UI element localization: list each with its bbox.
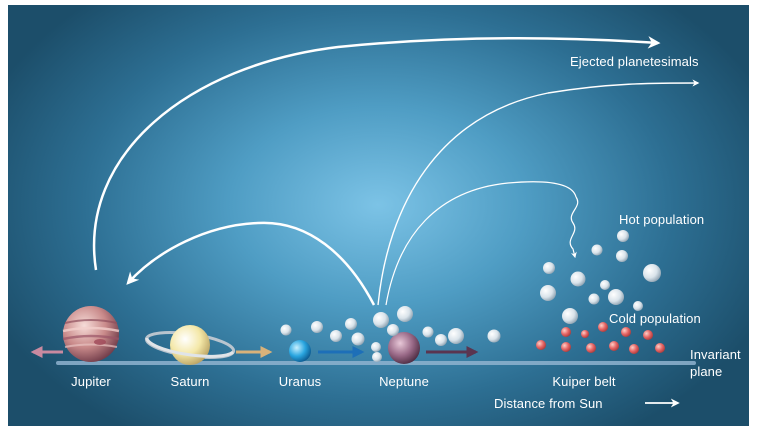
label-kuiper-belt: Kuiper belt: [552, 374, 616, 389]
ejection-arrow-outer: [93, 36, 661, 271]
invariant-plane: [56, 361, 696, 365]
scatter-trajectory: [385, 181, 577, 306]
wiggly-arrow-to-hot-population: [569, 196, 579, 259]
inward-scatter-arrow: [126, 221, 376, 306]
hot-population-bodies: [540, 230, 661, 324]
solar-system-scene: [30, 36, 700, 408]
diagram-panel: Ejected planetesimals Hot population Col…: [8, 5, 749, 426]
label-invariant: Invariant: [690, 347, 741, 362]
planetesimal-disk: [280, 306, 501, 362]
jupiter-planet: [62, 306, 120, 362]
label-uranus: Uranus: [278, 374, 322, 389]
label-jupiter: Jupiter: [71, 374, 111, 389]
label-saturn: Saturn: [170, 374, 210, 389]
label-cold-population: Cold population: [609, 311, 701, 326]
label-neptune: Neptune: [379, 374, 429, 389]
saturn-planet: [144, 325, 236, 365]
neptune-planet: [388, 332, 420, 364]
cold-population-bodies: [536, 322, 665, 354]
uranus-planet: [289, 340, 311, 362]
label-hot-population: Hot population: [619, 212, 705, 227]
label-plane: plane: [690, 364, 723, 379]
label-distance-from-sun: Distance from Sun: [494, 396, 603, 411]
label-ejected-planetesimals: Ejected planetesimals: [570, 54, 699, 69]
ejection-arrow-inner: [377, 79, 700, 306]
